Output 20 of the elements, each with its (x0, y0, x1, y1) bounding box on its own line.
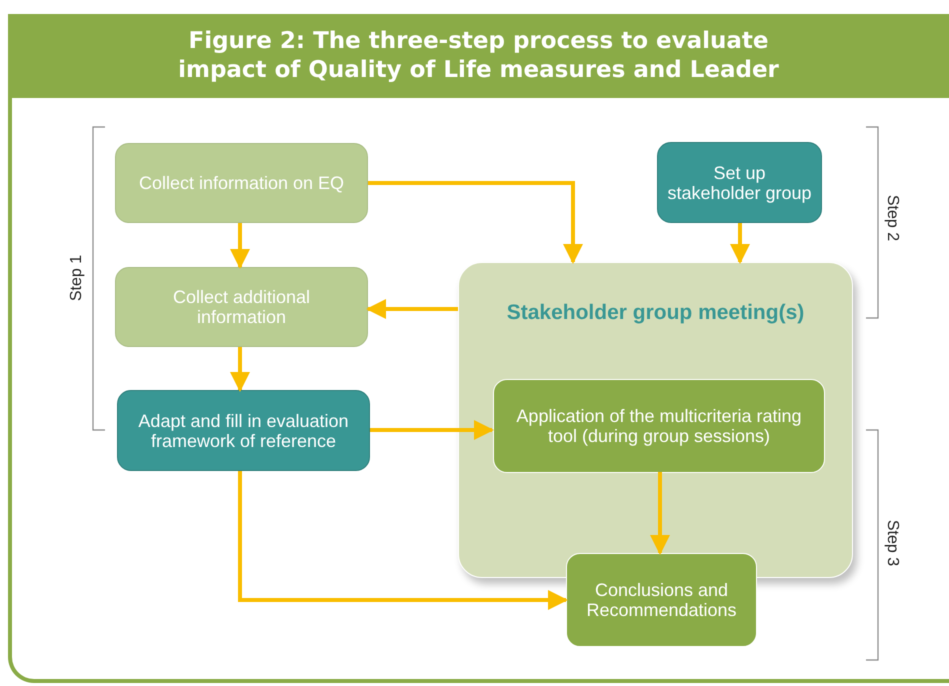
process-box: Collect information on EQ (115, 143, 368, 223)
title: Figure 2: The three-step process to evaluate impact of Quality of Life measures and Leader (177, 27, 780, 85)
arrow (730, 223, 750, 264)
arrow (368, 181, 583, 264)
process-box: Collect additional information (115, 267, 368, 347)
process-box: Application of the multicriteria rating tool (during group sessions) (493, 379, 825, 473)
group-panel (458, 262, 853, 578)
process-box: Adapt and fill in evaluation framework of reference (117, 390, 370, 471)
group-heading: Stakeholder group meeting(s) (506, 300, 806, 326)
arrow (650, 472, 670, 555)
step-label: Step 2 (883, 194, 902, 242)
arrow (366, 299, 458, 319)
arrow (370, 420, 494, 440)
step-label: Step 1 (67, 254, 86, 302)
process-box: Conclusions and Recommendations (566, 553, 757, 647)
step-label: Step 3 (883, 520, 902, 566)
process-box: Set up stakeholder group (657, 142, 822, 223)
arrow (230, 347, 250, 392)
arrow (230, 223, 250, 269)
arrow (238, 471, 568, 610)
